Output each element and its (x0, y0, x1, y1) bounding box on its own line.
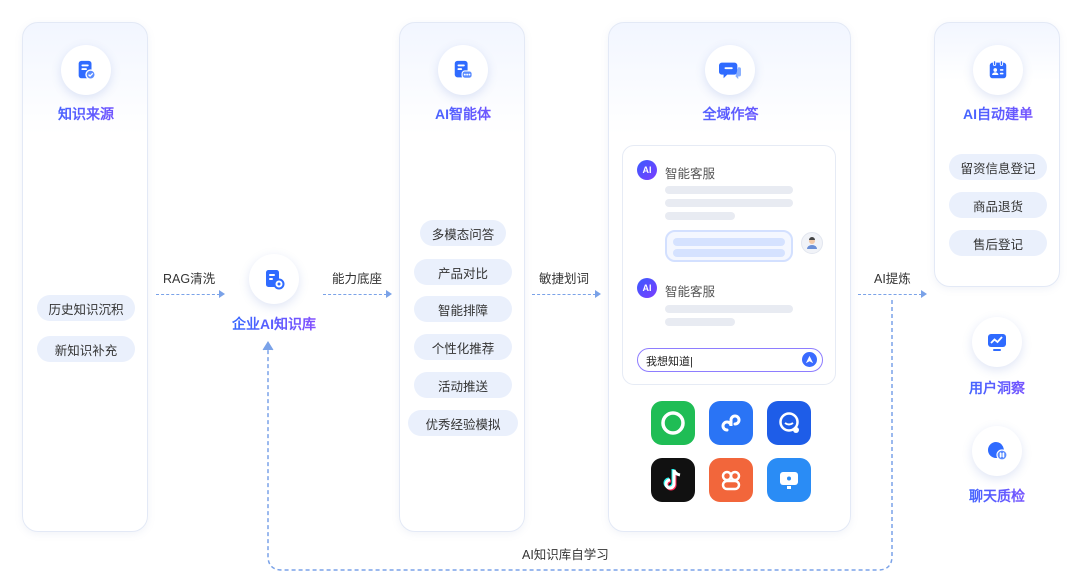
arrow-line-capability (323, 294, 387, 295)
user-insight-title: 用户洞察 (947, 378, 1047, 398)
arrow-label-capability: 能力底座 (332, 272, 383, 286)
chat-input[interactable]: 我想知道| (637, 348, 823, 372)
arrow-head-quick-reply (595, 290, 601, 298)
user-message-bubble (665, 230, 793, 262)
arrow-line-quick-reply (532, 294, 596, 295)
enterprise-kb-title: 企业AI知识库 (224, 314, 324, 334)
ai-agent-item[interactable]: 智能排障 (414, 296, 512, 322)
omni-answer-title: 全域作答 (609, 104, 852, 124)
send-icon[interactable] (802, 352, 817, 367)
self-learning-label: AI知识库自学习 (522, 548, 609, 562)
chat-hash-icon[interactable] (972, 426, 1022, 476)
arrow-line-ai-extract (858, 294, 922, 295)
message-placeholder (665, 186, 793, 194)
chat-qc-title: 聊天质检 (947, 486, 1047, 506)
agent-name: 智能客服 (665, 285, 716, 299)
database-gear-icon (249, 254, 299, 304)
auto-ticket-item[interactable]: 售后登记 (949, 230, 1047, 256)
knowledge-source-card: 知识来源 历史知识沉积 新知识补充 (22, 22, 148, 532)
arrow-head-capability (386, 290, 392, 298)
calendar-user-icon (973, 45, 1023, 95)
ai-agent-badge: AI (637, 160, 657, 180)
ai-agent-title: AI智能体 (400, 104, 526, 124)
auto-ticket-card: AI自动建单 留资信息登记 商品退货 售后登记 (934, 22, 1060, 287)
chat-window: AI 智能客服 AI 智能客服 我想知道| (622, 145, 836, 385)
ai-agent-item[interactable]: 优秀经验模拟 (408, 410, 518, 436)
auto-ticket-item[interactable]: 商品退货 (949, 192, 1047, 218)
message-placeholder (665, 318, 735, 326)
document-check-icon (61, 45, 111, 95)
knowledge-source-item[interactable]: 新知识补充 (37, 336, 135, 362)
user-avatar-icon (801, 232, 823, 254)
agent-name: 智能客服 (665, 167, 716, 181)
mini-program-icon[interactable] (709, 401, 753, 445)
chat-bubbles-icon (705, 45, 755, 95)
chat-plus-icon[interactable] (767, 401, 811, 445)
ai-agent-item[interactable]: 产品对比 (414, 259, 512, 285)
chat-document-icon (438, 45, 488, 95)
arrow-line-rag (156, 294, 220, 295)
wechat-like-icon[interactable] (651, 401, 695, 445)
knowledge-source-title: 知识来源 (23, 104, 149, 124)
message-placeholder (665, 212, 735, 220)
arrow-head-ai-extract (921, 290, 927, 298)
auto-ticket-title: AI自动建单 (935, 104, 1061, 124)
arrow-head-rag (219, 290, 225, 298)
ai-agent-item[interactable]: 活动推送 (414, 372, 512, 398)
ai-agent-item[interactable]: 个性化推荐 (414, 334, 512, 360)
ai-agent-item[interactable]: 多模态问答 (420, 220, 506, 246)
chat-input-value: 我想知道| (646, 356, 693, 368)
tiktok-icon[interactable] (651, 458, 695, 502)
message-placeholder (673, 249, 785, 257)
arrow-label-rag: RAG清洗 (163, 272, 216, 286)
arrow-label-ai-extract: AI提炼 (874, 272, 911, 286)
chart-monitor-icon[interactable] (972, 317, 1022, 367)
message-placeholder (673, 238, 785, 246)
message-placeholder (665, 305, 793, 313)
auto-ticket-item[interactable]: 留资信息登记 (949, 154, 1047, 180)
community-icon[interactable] (709, 458, 753, 502)
message-placeholder (665, 199, 793, 207)
ai-agent-card: AI智能体 多模态问答 产品对比 智能排障 个性化推荐 活动推送 优秀经验模拟 (399, 22, 525, 532)
monitor-icon[interactable] (767, 458, 811, 502)
knowledge-source-item[interactable]: 历史知识沉积 (37, 295, 135, 321)
ai-agent-badge: AI (637, 278, 657, 298)
arrow-label-quick-reply: 敏捷划词 (539, 272, 590, 286)
